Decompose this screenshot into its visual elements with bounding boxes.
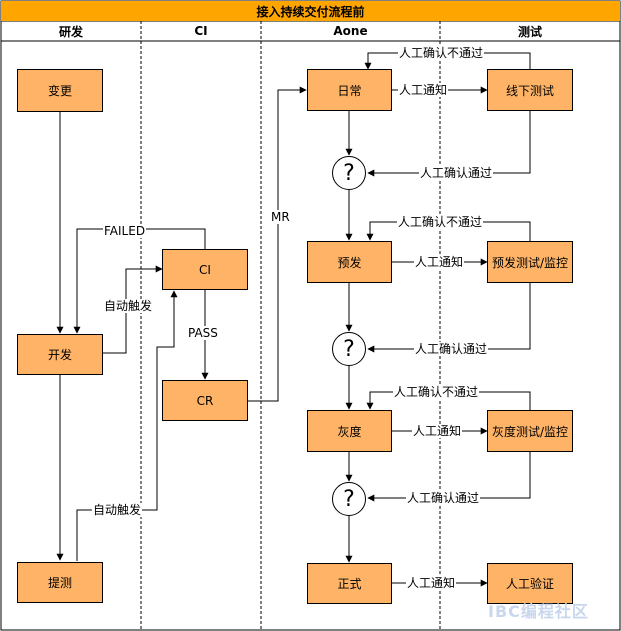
label-reject-3: 人工确认不通过 bbox=[393, 385, 480, 399]
diagram-title: 接入持续交付流程前 bbox=[1, 1, 620, 21]
lane-aone: Aone bbox=[333, 24, 368, 38]
node-submit: 提测 bbox=[17, 562, 103, 603]
node-pre: 预发 bbox=[307, 241, 392, 283]
node-gray-test: 灰度测试/监控 bbox=[487, 410, 573, 452]
label-auto-trigger-2: 自动触发 bbox=[92, 503, 143, 517]
edge-pretest-approve bbox=[367, 283, 531, 353]
node-change: 变更 bbox=[17, 69, 103, 112]
label-approve-2: 人工确认通过 bbox=[414, 342, 489, 356]
label-notify-2: 人工通知 bbox=[414, 255, 465, 269]
label-reject-1: 人工确认不通过 bbox=[398, 46, 485, 60]
decision-2: ? bbox=[332, 332, 366, 366]
lane-test: 测试 bbox=[517, 24, 542, 39]
label-failed: FAILED bbox=[103, 224, 147, 238]
lane-ci: CI bbox=[194, 24, 208, 38]
label-notify-4: 人工通知 bbox=[406, 576, 457, 590]
label-reject-2: 人工确认不通过 bbox=[397, 215, 484, 229]
node-formal: 正式 bbox=[307, 563, 392, 604]
lane-rd: 研发 bbox=[58, 24, 83, 39]
node-manual-verify: 人工验证 bbox=[487, 563, 573, 604]
label-mr: MR bbox=[270, 210, 291, 224]
decision-3: ? bbox=[332, 482, 366, 516]
watermark: IBC编程社区 bbox=[488, 602, 589, 621]
node-offline-test: 线下测试 bbox=[487, 69, 573, 111]
node-develop: 开发 bbox=[17, 334, 103, 375]
label-pass: PASS bbox=[187, 326, 219, 340]
node-cr: CR bbox=[162, 380, 248, 421]
edge-cr-daily bbox=[248, 86, 307, 402]
label-notify-1: 人工通知 bbox=[398, 83, 449, 97]
node-ci: CI bbox=[162, 249, 248, 290]
label-approve-1: 人工确认通过 bbox=[419, 166, 494, 180]
node-daily: 日常 bbox=[307, 69, 392, 111]
edge-submit-ci bbox=[76, 290, 178, 561]
edge-offline-approve bbox=[367, 111, 531, 177]
decision-1: ? bbox=[332, 156, 366, 190]
node-gray: 灰度 bbox=[307, 410, 392, 452]
node-pre-test: 预发测试/监控 bbox=[487, 241, 573, 283]
label-notify-3: 人工通知 bbox=[412, 424, 463, 438]
label-auto-trigger-1: 自动触发 bbox=[103, 299, 154, 313]
label-approve-3: 人工确认通过 bbox=[406, 491, 481, 505]
